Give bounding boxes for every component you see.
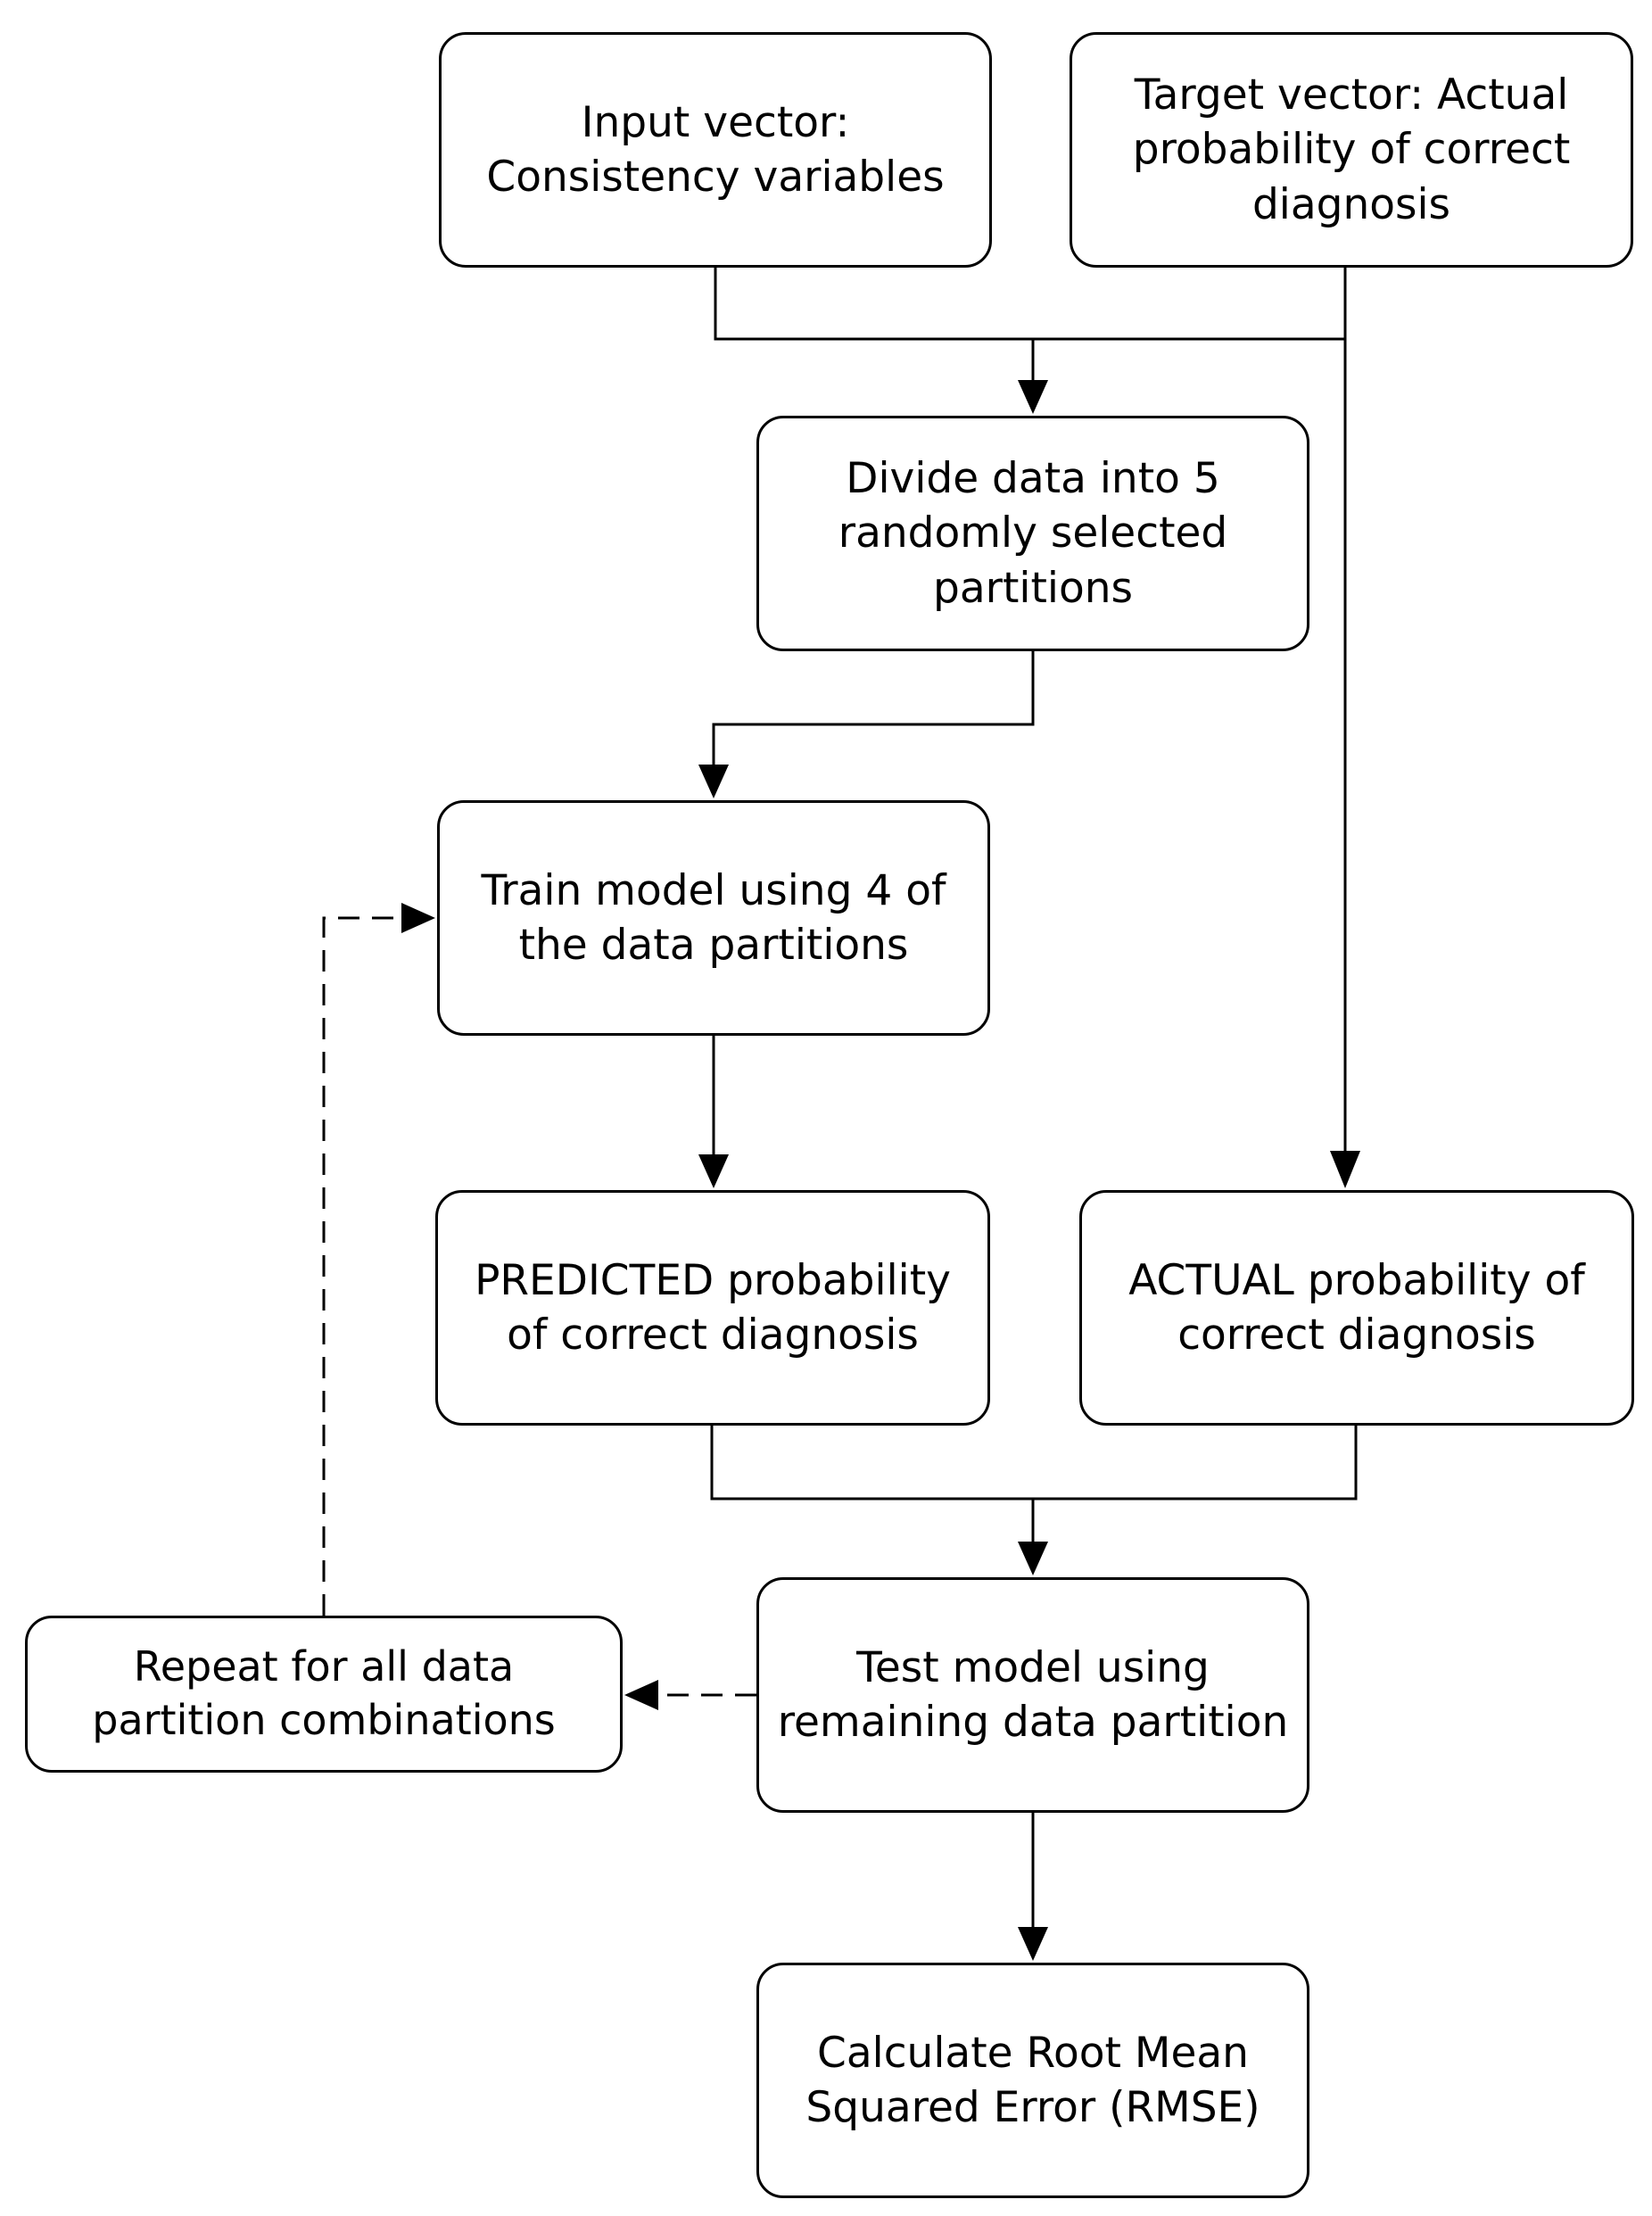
edge-results-merge	[710, 1426, 1358, 1501]
divide-data-label: Divide data into 5 randomly selected par…	[838, 454, 1228, 613]
repeat-node: Repeat for all data partition combinatio…	[25, 1616, 623, 1773]
input-vector-node: Input vector: Consistency variables	[439, 32, 992, 268]
edge-repeat-to-train	[322, 916, 401, 1616]
rmse-node: Calculate Root Mean Squared Error (RMSE)	[756, 1963, 1309, 2198]
arrowhead-predicted	[698, 1154, 729, 1188]
test-model-node: Test model using remaining data partitio…	[756, 1577, 1309, 1813]
actual-probability-label: ACTUAL probability of correct diagnosis	[1128, 1255, 1585, 1360]
arrowhead-divide	[1018, 380, 1048, 414]
arrowhead-actual	[1330, 1151, 1360, 1188]
target-vector-node: Target vector: Actual probability of cor…	[1070, 32, 1633, 268]
divide-data-node: Divide data into 5 randomly selected par…	[756, 416, 1309, 651]
arrowhead-train	[698, 765, 729, 798]
target-vector-label: Target vector: Actual probability of cor…	[1132, 70, 1571, 229]
arrowhead-train-loop	[401, 903, 435, 933]
arrowhead-repeat	[624, 1680, 658, 1710]
input-vector-label: Input vector: Consistency variables	[486, 97, 945, 202]
arrowhead-rmse	[1018, 1927, 1048, 1961]
actual-probability-node: ACTUAL probability of correct diagnosis	[1079, 1190, 1634, 1426]
predicted-probability-node: PREDICTED probability of correct diagnos…	[435, 1190, 990, 1426]
arrowhead-test	[1018, 1542, 1048, 1575]
predicted-probability-label: PREDICTED probability of correct diagnos…	[475, 1255, 951, 1360]
rmse-label: Calculate Root Mean Squared Error (RMSE)	[805, 2028, 1260, 2132]
edge-divide-to-train	[712, 651, 1035, 765]
train-model-label: Train model using 4 of the data partitio…	[481, 865, 946, 970]
repeat-label: Repeat for all data partition combinatio…	[92, 1642, 556, 1744]
test-model-label: Test model using remaining data partitio…	[777, 1642, 1289, 1747]
train-model-node: Train model using 4 of the data partitio…	[437, 800, 990, 1036]
edge-input-merge	[714, 268, 1345, 341]
